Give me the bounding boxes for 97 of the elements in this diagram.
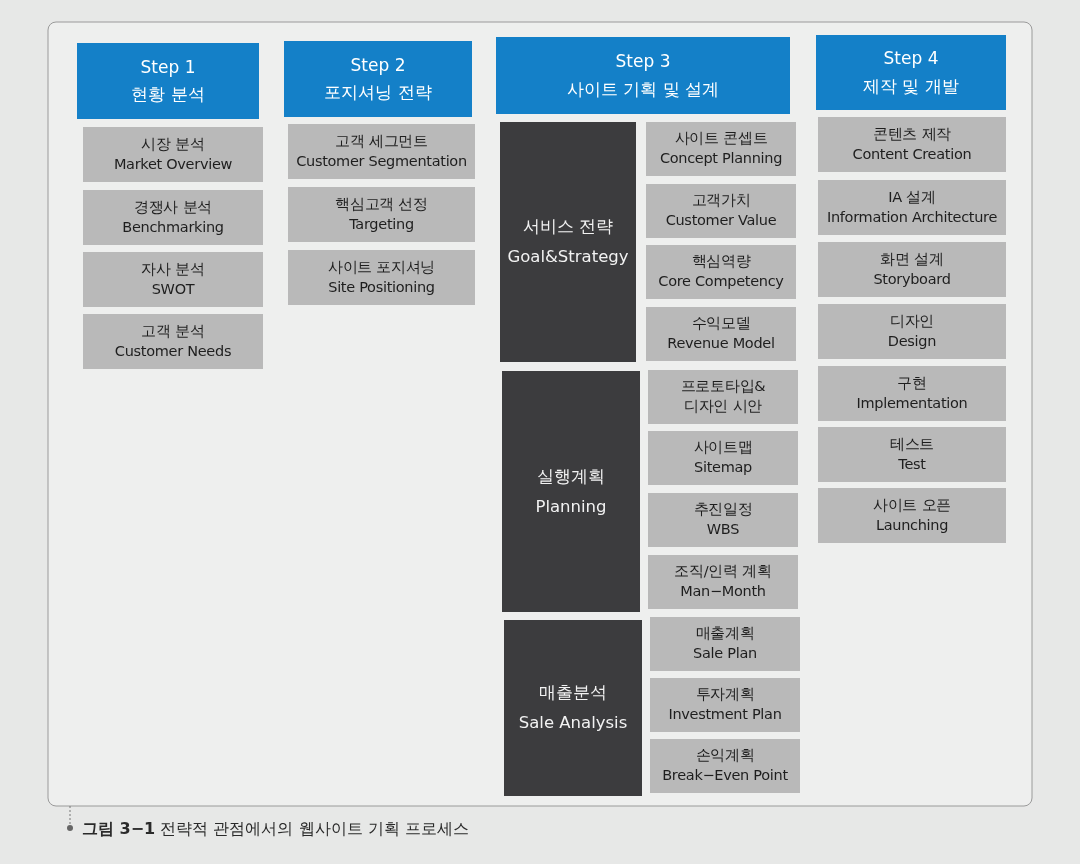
figure-caption: 그림 3−1 전략적 관점에서의 웹사이트 기획 프로세스 [82,819,469,840]
english-label: Information Architecture [826,207,998,227]
task-box [288,187,475,242]
english-label: Customer Needs [114,341,232,361]
korean-label: 사이트 포지셔닝 [327,257,436,277]
step-header [77,43,259,119]
english-label: Sale Plan [693,644,757,663]
korean-label: 자사 분석 [141,259,205,279]
korean-label: 핵심역량 [691,252,751,272]
english-label: WBS [706,520,740,539]
korean-label: 테스트 [889,434,935,454]
english-label: Benchmarking [122,217,224,237]
english-label: Targeting [349,214,414,234]
korean-label: 프로토타입& [680,377,766,397]
task-box [646,184,796,238]
english-label: Goal&Strategy [507,246,629,268]
korean-label: 핵심고객 선정 [335,194,428,214]
task-box [83,314,263,369]
step-number: Step 3 [615,50,671,74]
korean-label: 사이트맵 [693,438,753,458]
english-label: Customer Value [665,211,777,230]
task-box [818,117,1006,172]
task-box [818,304,1006,359]
english-label: SWOT [151,279,195,299]
korean-label: 구현 [897,373,927,393]
step-header [284,41,472,117]
english-label: Break−Even Point [662,766,788,785]
step-title: 현황 분석 [131,83,205,106]
task-box [646,307,796,361]
step-number: Step 1 [140,55,196,79]
korean-label: 서비스 전략 [522,216,614,239]
korean-label: 매출분석 [539,682,607,705]
english-label: Customer Segmentation [296,151,467,171]
english-label: Planning [535,495,607,518]
task-box [648,493,798,547]
korean-label: 고객가치 [691,191,751,211]
task-box [650,739,800,793]
task-box [818,488,1006,543]
korean-label: 경쟁사 분석 [134,197,212,217]
english-label: Sale Analysis [518,712,628,734]
task-box [83,252,263,307]
korean-label: 손익계획 [695,746,755,766]
task-box [818,180,1006,235]
korean-label: 추진일정 [693,500,753,520]
task-box [818,242,1006,297]
category-block [504,620,642,796]
korean-label: 디자인 [889,311,935,331]
korean-label: 조직/인력 계획 [674,562,772,582]
task-box [650,617,800,671]
korean-label: 사이트 콘셉트 [674,129,768,149]
english-label: Launching [875,515,949,535]
english-label: Revenue Model [667,334,775,353]
korean-label: 화면 설계 [880,249,944,269]
english-label: Concept Planning [659,149,783,168]
step-title: 포지셔닝 전략 [324,81,432,104]
korean-label: 고객 세그먼트 [335,131,428,151]
english-label: Market Overview [113,154,233,174]
korean-label: IA 설계 [888,187,936,207]
english-label: Design [887,331,937,351]
task-box [648,555,798,609]
task-box [288,124,475,179]
english-label: Investment Plan [668,705,782,724]
english-label: Man−Month [680,582,766,601]
category-block [502,371,640,612]
step-header [816,35,1006,110]
korean-label: 콘텐츠 제작 [873,124,951,144]
step-number: Step 2 [350,53,406,77]
english-label: Site Positioning [328,277,435,297]
task-box [646,122,796,176]
english-label: Core Competency [658,272,784,291]
task-box [818,427,1006,482]
korean-label: 시장 분석 [141,134,205,154]
task-box [288,250,475,305]
english-label: Storyboard [873,269,951,289]
task-box [648,431,798,485]
task-box [648,370,798,424]
english-label: 디자인 시안 [684,397,762,416]
task-box [818,366,1006,421]
step-header [496,37,790,114]
category-block [500,122,636,362]
english-label: Implementation [856,393,968,413]
task-box [650,678,800,732]
task-box [83,127,263,182]
korean-label: 매출계획 [695,624,755,644]
step-title: 사이트 기획 및 설계 [566,77,720,101]
task-box [83,190,263,245]
task-box [646,245,796,299]
english-label: Test [898,454,926,474]
korean-label: 수익모델 [691,314,751,334]
korean-label: 고객 분석 [141,321,205,341]
step-title: 제작 및 개발 [863,74,959,98]
korean-label: 실행계획 [537,465,605,488]
korean-label: 사이트 오픈 [873,495,951,515]
english-label: Content Creation [852,144,972,164]
korean-label: 투자계획 [695,685,755,705]
step-number: Step 4 [883,47,939,71]
english-label: Sitemap [694,458,752,477]
